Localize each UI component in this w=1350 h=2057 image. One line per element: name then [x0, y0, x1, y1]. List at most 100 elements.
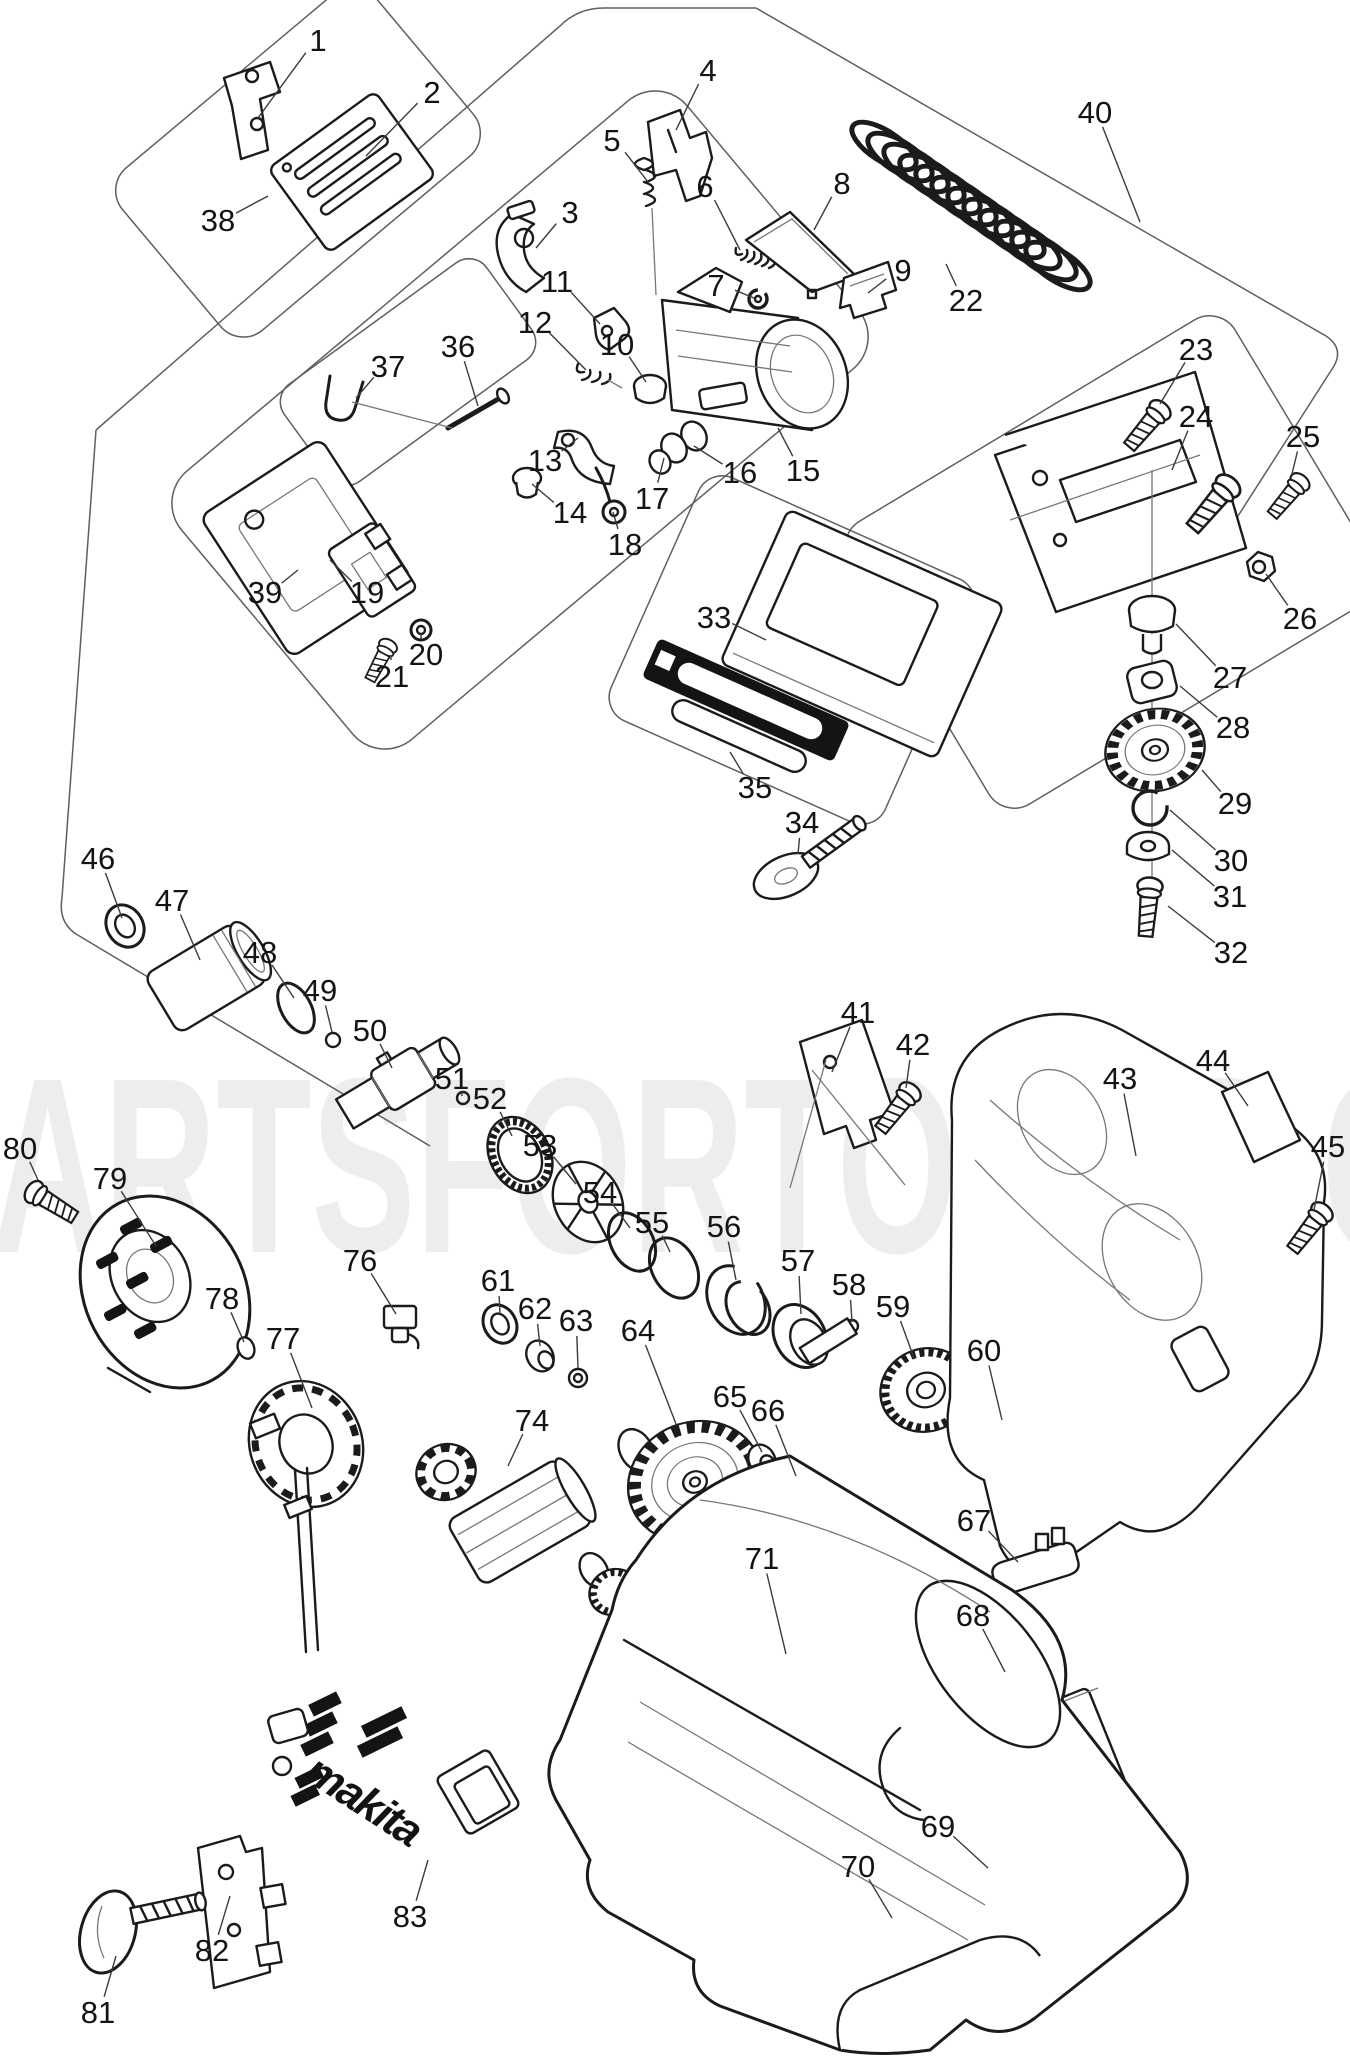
part-29-gear [1104, 707, 1206, 793]
callout-13: 13 [528, 443, 562, 478]
part-77-brush-holder [247, 1379, 365, 1654]
leader-25 [1291, 451, 1299, 475]
callout-40: 40 [1078, 95, 1112, 130]
front-spindle-boss [267, 1707, 309, 1777]
leader-62 [536, 1323, 541, 1347]
leader-56 [727, 1241, 737, 1281]
part-19-connector [327, 522, 417, 618]
part-18-link [594, 466, 627, 525]
leader-42 [905, 1059, 911, 1089]
callout-76: 76 [343, 1243, 377, 1278]
part-30-snap-ring [1131, 789, 1169, 827]
part-55-o-ring [647, 1236, 701, 1300]
leader-54 [612, 1203, 631, 1229]
part-51-ring [455, 1090, 471, 1106]
callout-31: 31 [1213, 879, 1247, 914]
callout-60: 60 [967, 1333, 1001, 1368]
part-32-screw [1131, 875, 1165, 939]
leader-80 [29, 1161, 39, 1181]
callout-33: 33 [697, 600, 731, 635]
leader-29 [1201, 769, 1222, 793]
leader-47 [179, 914, 201, 961]
leader-64 [644, 1344, 677, 1425]
callout-46: 46 [81, 841, 115, 876]
leader-50 [379, 1043, 393, 1069]
part-43-housing-half [946, 1012, 1327, 1574]
callout-17: 17 [635, 481, 669, 516]
callout-11: 11 [541, 264, 573, 299]
callout-28: 28 [1216, 710, 1250, 745]
callout-54: 54 [583, 1175, 617, 1210]
callout-66: 66 [751, 1393, 785, 1428]
part-gear-housing-assembly [660, 266, 850, 432]
part-53-spoke-disc [551, 1160, 625, 1244]
callout-20: 20 [409, 637, 443, 672]
callout-27: 27 [1213, 660, 1247, 695]
part-9-bracket [838, 260, 898, 320]
callout-52: 52 [473, 1081, 507, 1116]
leader-2 [365, 102, 419, 157]
callout-44: 44 [1196, 1043, 1230, 1078]
leader-7 [734, 289, 755, 299]
callout-69: 69 [921, 1809, 955, 1844]
leader-83 [415, 1859, 429, 1901]
callout-82: 82 [195, 1933, 229, 1968]
part-6-spring [734, 246, 777, 270]
part-31-washer [1125, 830, 1171, 862]
part-37-fork [324, 374, 453, 429]
callout-36: 36 [441, 329, 475, 364]
callout-39: 39 [248, 575, 282, 610]
callout-7: 7 [707, 268, 724, 303]
leader-40 [1101, 126, 1141, 223]
part-1-bracket [222, 60, 282, 161]
leader-69 [952, 1835, 989, 1869]
leader-36 [463, 360, 479, 407]
callout-10: 10 [600, 327, 634, 362]
part-76-clip [382, 1304, 420, 1350]
callout-67: 67 [957, 1503, 991, 1538]
part-25-screw [1262, 468, 1314, 524]
leader-14 [531, 483, 555, 504]
callout-12: 12 [518, 305, 552, 340]
part-4-lock-lever [646, 108, 714, 203]
callout-37: 37 [371, 349, 405, 384]
callout-19: 19 [350, 575, 384, 610]
callout-26: 26 [1283, 601, 1317, 636]
callout-23: 23 [1179, 332, 1213, 367]
callout-79: 79 [93, 1161, 127, 1196]
leader-33 [731, 622, 767, 641]
part-5-spring [633, 156, 657, 296]
leader-55 [661, 1235, 671, 1253]
callout-21: 21 [375, 659, 409, 694]
part-63-washer [567, 1367, 589, 1389]
callout-4: 4 [699, 53, 716, 88]
part-8-plate [744, 210, 858, 300]
part-61-bearing [481, 1303, 519, 1345]
leader-17 [657, 457, 665, 483]
callout-43: 43 [1103, 1061, 1137, 1096]
part-79-motor-housing [78, 1194, 252, 1394]
leader-30 [1169, 809, 1216, 851]
part-81-thumb-screw [78, 1889, 207, 1975]
leader-28 [1179, 685, 1218, 718]
leader-16 [693, 445, 723, 465]
leader-65 [739, 1409, 763, 1453]
part-49-ring [324, 1031, 342, 1049]
part-13-lever [552, 429, 616, 486]
part-33-stopper-plate [721, 510, 1003, 758]
callout-51: 51 [435, 1061, 469, 1096]
callout-53: 53 [523, 1128, 557, 1163]
leader-57 [798, 1275, 802, 1315]
callout-47: 47 [155, 883, 189, 918]
leader-8 [813, 196, 833, 231]
callout-29: 29 [1218, 786, 1252, 821]
callout-58: 58 [832, 1267, 866, 1302]
callout-74: 74 [515, 1403, 549, 1438]
callout-62: 62 [518, 1291, 552, 1326]
callout-8: 8 [833, 166, 850, 201]
part-54-o-ring [606, 1211, 658, 1273]
part-48-o-ring [276, 981, 316, 1035]
leader-46 [104, 872, 123, 919]
callout-25: 25 [1286, 419, 1320, 454]
